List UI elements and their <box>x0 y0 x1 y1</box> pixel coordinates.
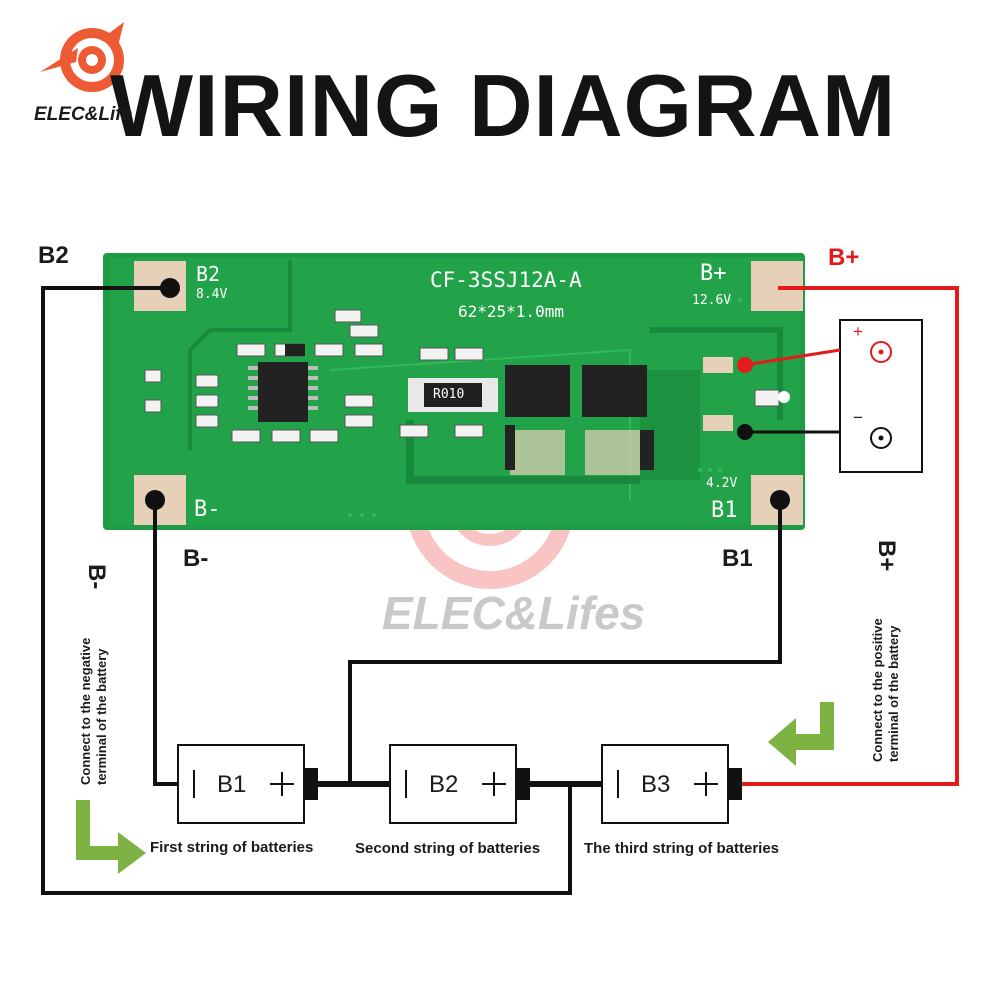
board-model: CF-3SSJ12A-A <box>430 268 582 292</box>
label-bplus-side: B+ <box>873 540 900 572</box>
battery-b2-caption: Second string of batteries <box>355 840 541 857</box>
load-minus-symbol: − <box>853 408 863 427</box>
pad-b2-voltage: 8.4V <box>196 287 228 302</box>
battery-b3-icon <box>601 744 742 824</box>
solder-dot-b2 <box>160 278 180 298</box>
note-negative-line2: terminal of the battery <box>94 648 110 785</box>
label-bminus-side: B- <box>83 564 110 590</box>
solder-dot-pplus <box>737 357 753 373</box>
pad-b1-voltage: 4.2V <box>706 476 738 491</box>
mosfet-1 <box>505 365 570 417</box>
battery-b3-caption: The third string of batteries <box>584 840 780 857</box>
wire-b1 <box>348 500 782 784</box>
pad-b2-label: B2 <box>196 262 221 286</box>
solder-dot-bminus <box>145 490 165 510</box>
wire-b2 <box>41 286 572 895</box>
arrow-right-icon <box>76 800 146 874</box>
battery-b2-label: B2 <box>429 771 459 798</box>
positive-terminal-icon <box>870 341 892 363</box>
pcb-board <box>103 253 805 530</box>
pad-bplus-label: B+ <box>700 261 727 286</box>
wire-bminus <box>153 500 178 786</box>
logo-icon <box>40 22 124 92</box>
logo-text: ELEC&Life <box>34 104 133 125</box>
resistor-code: R010 <box>433 387 465 402</box>
ic-chip <box>258 362 308 422</box>
battery-b1-icon <box>177 744 318 824</box>
solder-dot-b1 <box>770 490 790 510</box>
note-positive-line1: Connect to the positive <box>870 618 885 762</box>
pad-bminus-label: B- <box>194 497 221 522</box>
note-negative: Connect to the negative terminal of the … <box>78 638 111 785</box>
note-positive-line2: terminal of the battery <box>886 625 902 762</box>
arrow-left-icon <box>768 702 834 766</box>
wire-pplus <box>744 348 841 367</box>
note-positive: Connect to the positive terminal of the … <box>870 618 903 762</box>
pad-b1-label: B1 <box>711 498 738 523</box>
wire-bplus <box>740 286 959 786</box>
watermark-text: ELEC&Lifes <box>382 587 646 639</box>
board-size: 62*25*1.0mm <box>458 302 564 321</box>
battery-b1-caption: First string of batteries <box>150 839 314 856</box>
label-bminus-bottom: B- <box>183 545 209 572</box>
battery-b3-label: B3 <box>641 771 671 798</box>
note-negative-line1: Connect to the negative <box>78 637 93 785</box>
label-b2: B2 <box>38 242 69 269</box>
page-title: WIRING DIAGRAM <box>110 56 897 155</box>
label-bplus-top: B+ <box>828 244 860 271</box>
label-b1-bottom: B1 <box>722 545 753 572</box>
battery-b1-label: B1 <box>217 771 247 798</box>
load-plus-symbol: + <box>853 322 863 341</box>
solder-dot-pminus <box>737 424 753 440</box>
pad-bplus-voltage: 12.6V <box>692 293 732 308</box>
load-terminal-box <box>839 319 923 473</box>
negative-terminal-icon <box>870 427 892 449</box>
mosfet-2 <box>582 365 647 417</box>
battery-b2-icon <box>389 744 530 824</box>
